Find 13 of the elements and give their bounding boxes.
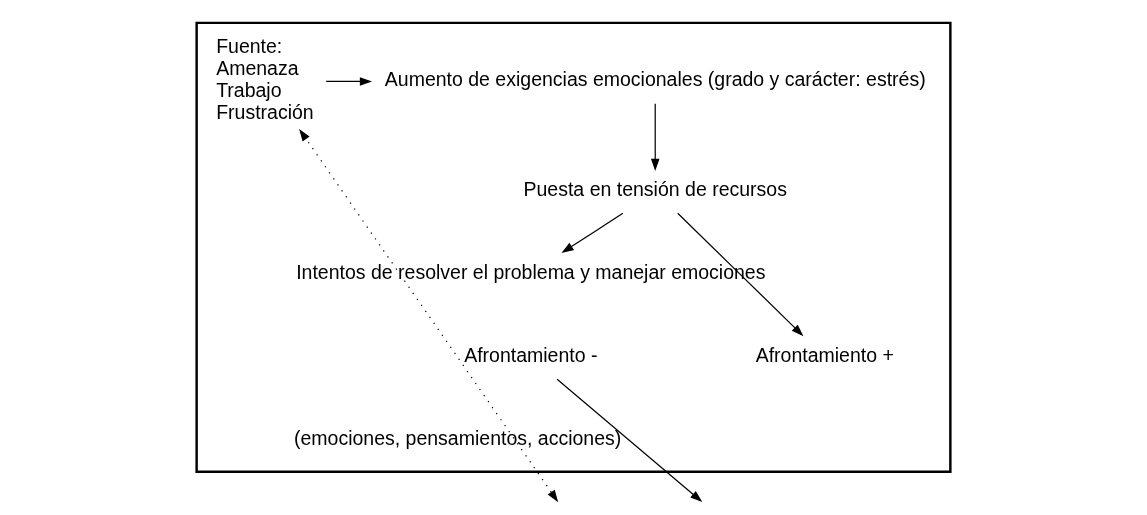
node-text: Afrontamiento - — [464, 343, 598, 366]
node-text: Afrontamiento + — [755, 343, 894, 366]
arrow — [677, 212, 804, 337]
node-text: (emociones, pensamientos, acciones) — [293, 426, 622, 449]
cluster — [195, 21, 952, 473]
arrow — [556, 378, 703, 503]
node-text: Puesta en tensión de recursos — [523, 177, 787, 200]
arrow — [650, 103, 660, 172]
node-text: Aumento de exigencias emocionales (grado y carácter: estrés) — [384, 68, 926, 91]
arrow — [325, 77, 373, 86]
node-text: Fuente: Amenaza Trabajo Frustración — [216, 35, 314, 123]
arrow — [561, 212, 624, 254]
arrow — [299, 128, 559, 503]
